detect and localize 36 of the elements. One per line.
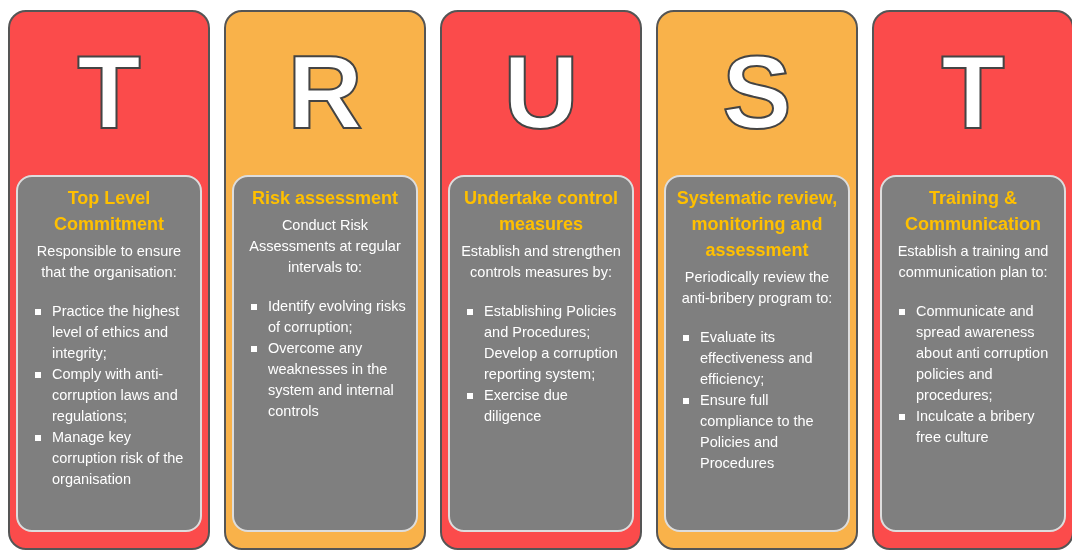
bullet-text: Evaluate its effectiveness and efficiency; bbox=[700, 329, 813, 387]
content-card bbox=[16, 175, 202, 532]
card-heading: Systematic review, monitoring and assessment bbox=[675, 187, 839, 262]
content-card bbox=[880, 175, 1066, 532]
bullet-text: Exercise due diligence bbox=[484, 387, 568, 424]
big-letter: U bbox=[503, 40, 579, 144]
column-panel bbox=[8, 10, 210, 550]
column-panel bbox=[224, 10, 426, 550]
big-letter: T bbox=[941, 40, 1005, 144]
intro-text: Responsible to ensure that the organisation: bbox=[35, 242, 183, 282]
bullet-text: Ensure full compliance to the Policies and Procedures bbox=[700, 392, 814, 471]
intro-text: Periodically review the anti-bribery program to: bbox=[680, 268, 834, 308]
card-heading: Training & Communication bbox=[904, 187, 1042, 236]
intro-text: Establish a training and communication plan to: bbox=[896, 242, 1050, 282]
column-panel bbox=[440, 10, 642, 550]
big-letter: S bbox=[722, 40, 792, 144]
bullet-text: Comply with anti-corruption laws and regulations; bbox=[52, 366, 178, 424]
bullet-text: Communicate and spread awareness about anti corruption policies and procedures; bbox=[916, 303, 1049, 403]
bullet-text: Establishing Policies and Procedures; Develop a corruption reporting system; bbox=[484, 303, 618, 382]
content-card bbox=[664, 175, 850, 532]
big-letter: R bbox=[287, 40, 363, 144]
bullet-text: Overcome any weaknesses in the system and internal controls bbox=[268, 340, 394, 419]
card-heading: Undertake control measures bbox=[463, 187, 619, 236]
bullet-text: Inculcate a bribery free culture bbox=[916, 408, 1035, 445]
big-letter: T bbox=[77, 40, 141, 144]
bullet-text: Identify evolving risks of corruption; bbox=[268, 298, 406, 335]
content-card bbox=[448, 175, 634, 532]
column-panel bbox=[872, 10, 1072, 550]
bullet-text: Practice the highest level of ethics and integrity; bbox=[52, 303, 180, 361]
column-panel bbox=[656, 10, 858, 550]
bullet-text: Manage key corruption risk of the organisation bbox=[52, 429, 184, 487]
intro-text: Establish and strengthen controls measures by: bbox=[460, 242, 622, 282]
card-heading: Top Level Commitment bbox=[53, 187, 165, 236]
card-heading: Risk assessment bbox=[250, 187, 400, 210]
content-card bbox=[232, 175, 418, 532]
intro-text: Conduct Risk Assessments at regular intervals to: bbox=[248, 216, 402, 277]
